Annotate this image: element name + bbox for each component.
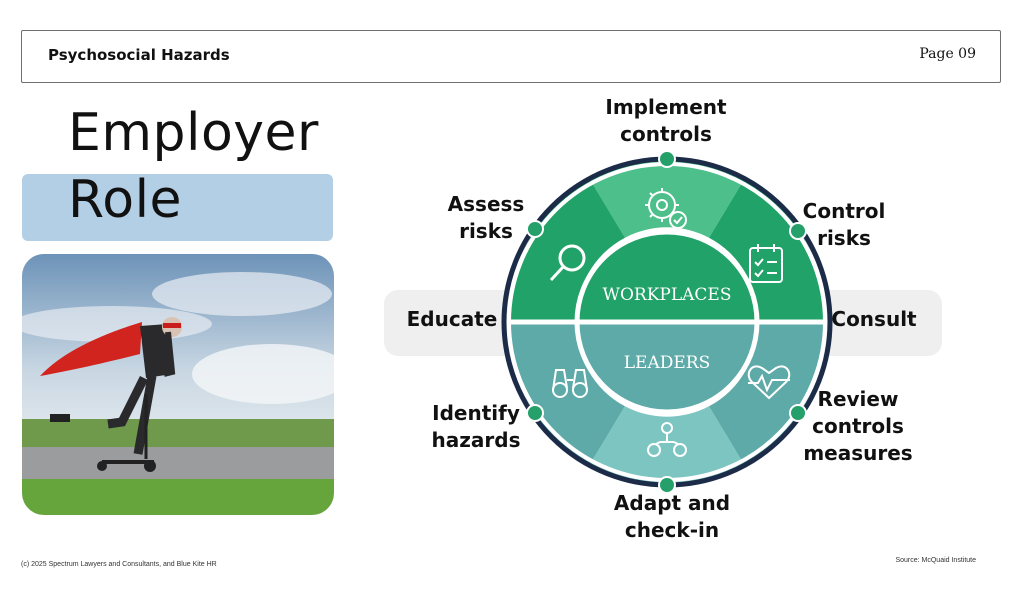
segment-assess bbox=[508, 179, 625, 322]
node-identify bbox=[526, 404, 544, 422]
gear-check-icon bbox=[645, 188, 687, 229]
header-bar: Psychosocial Hazards Page 09 bbox=[21, 30, 1001, 83]
segment-review bbox=[709, 322, 826, 465]
people-network-icon bbox=[647, 422, 687, 457]
heartbeat-icon bbox=[747, 365, 791, 400]
magnifier-icon bbox=[549, 244, 586, 282]
title-line-1: Employer bbox=[68, 103, 319, 163]
title-line-2: Role bbox=[68, 170, 183, 230]
inner-leaders-label: LEADERS bbox=[624, 353, 710, 373]
label-educate: Educate bbox=[406, 307, 498, 331]
label-consult: Consult bbox=[831, 307, 917, 331]
inner-workplaces-half bbox=[577, 232, 757, 322]
segment-adapt bbox=[590, 406, 744, 485]
segment-implement bbox=[590, 159, 744, 238]
checklist-calendar-icon bbox=[749, 244, 783, 283]
inner-workplaces-label: WORKPLACES bbox=[603, 285, 732, 305]
page-number: Page 09 bbox=[919, 46, 976, 62]
node-implement bbox=[658, 150, 676, 168]
node-review bbox=[789, 404, 807, 422]
superhero-scooter-photo bbox=[22, 254, 334, 515]
segment-control bbox=[709, 179, 826, 322]
source-text: Source: McQuaid Institute bbox=[895, 557, 976, 564]
header-title: Psychosocial Hazards bbox=[48, 46, 230, 64]
node-adapt bbox=[658, 476, 676, 494]
inner-leaders-half bbox=[577, 322, 757, 412]
node-control bbox=[789, 222, 807, 240]
binoculars-icon bbox=[552, 369, 588, 398]
title-highlight-band bbox=[22, 174, 333, 241]
copyright-text: (c) 2025 Spectrum Lawyers and Consultant… bbox=[21, 561, 217, 568]
node-assess bbox=[526, 220, 544, 238]
